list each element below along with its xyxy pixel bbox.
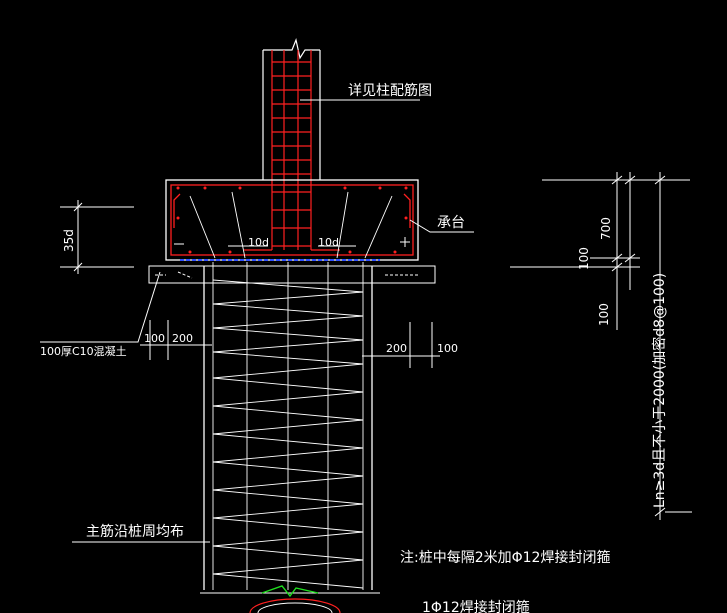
dim-left-100-200 <box>140 320 212 360</box>
cushion-layer <box>148 265 436 284</box>
main-bars-label: 主筋沿桩周均布 <box>86 523 184 540</box>
column-rebar-label: 详见柱配筋图 <box>348 82 432 99</box>
bottom-hoop-label: 1Φ12焊接封闭箍 <box>422 599 530 613</box>
leaders <box>40 99 474 543</box>
pile-cap-rebar <box>170 184 414 256</box>
dense-zone-label: Ln≥3d且不小于2000(加密d8@100) <box>651 273 668 508</box>
dim-100-top: 100 <box>577 247 591 270</box>
dim-35d-text: 35d <box>62 229 76 252</box>
dim-left-100: 100 <box>144 332 165 345</box>
pile-main-bars <box>212 262 364 590</box>
note-text: 注:桩中每隔2米加Φ12焊接封闭箍 <box>400 549 610 566</box>
column-rebar-cage <box>244 50 340 251</box>
dim-100-bottom: 100 <box>597 303 611 326</box>
dim-right-200: 200 <box>386 342 407 355</box>
dim-right-200-100 <box>362 322 440 368</box>
pile-bottom <box>200 585 380 613</box>
dim-700: 700 <box>599 217 613 240</box>
small-marks <box>174 237 410 247</box>
dim-right-vertical <box>510 172 692 520</box>
dim-left-200: 200 <box>172 332 193 345</box>
dim-right-100: 100 <box>437 342 458 355</box>
pile-cap-rebar-dots <box>176 186 408 254</box>
spiral-stirrup <box>212 279 364 589</box>
pile-bars-in-cap <box>189 191 393 259</box>
column-outline <box>262 37 321 180</box>
pile-cap-label: 承台 <box>437 215 465 231</box>
dim-35d <box>60 200 134 274</box>
anchor-label-left: 10d <box>248 236 269 249</box>
cushion-label: 100厚C10混凝土 <box>40 344 127 358</box>
anchor-label-right: 10d <box>318 236 339 249</box>
